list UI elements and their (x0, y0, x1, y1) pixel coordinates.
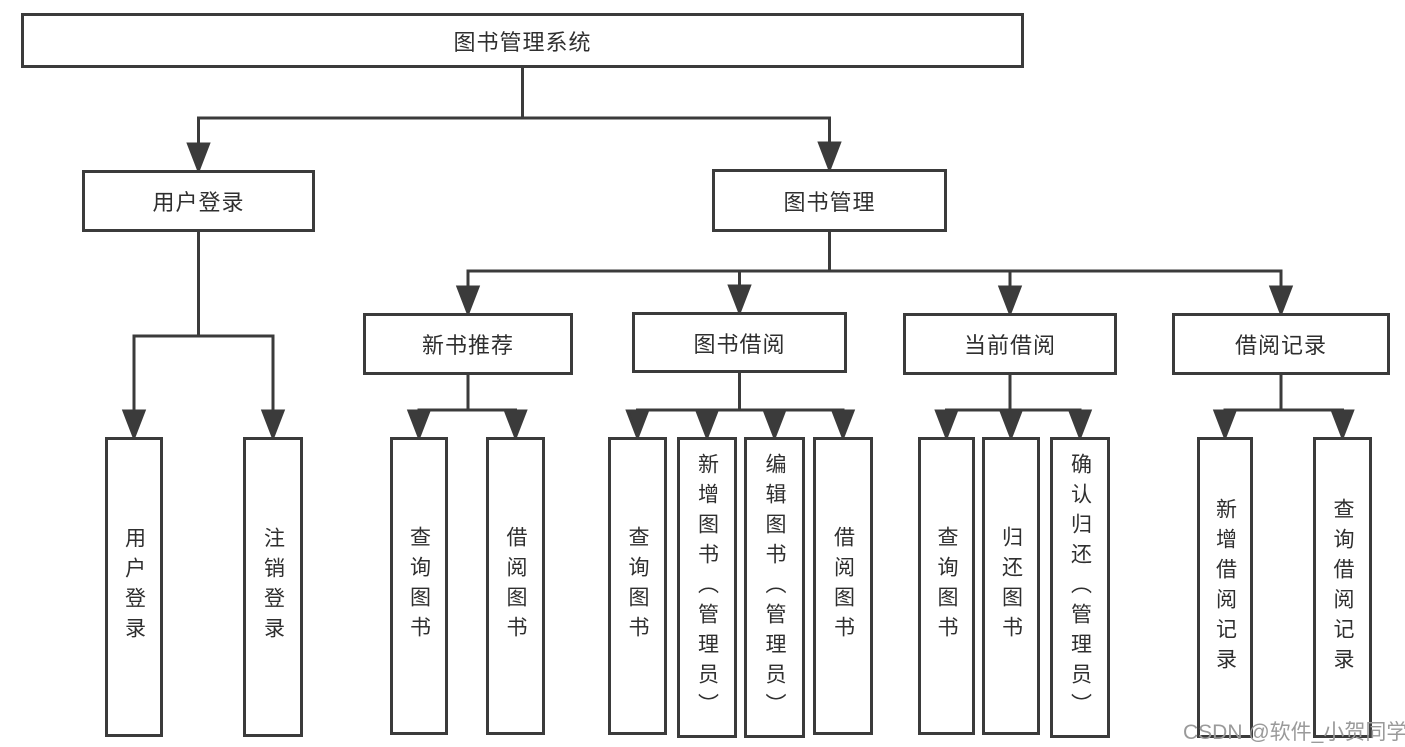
leaf-borrow-books-2: 借阅图书 (813, 437, 873, 735)
arrow-to-borrowing-records (1268, 285, 1294, 318)
connector-root-drops (197, 116, 831, 146)
node-label: 新增图书（管理员） (695, 452, 719, 723)
arrow-to-leaf-logout (260, 409, 286, 442)
arrow-to-leaf-query-borrow-record (1330, 409, 1355, 442)
leaf-edit-book-admin: 编辑图书（管理员） (744, 437, 805, 738)
node-label: 新增借阅记录 (1213, 497, 1237, 678)
node-label: 注销登录 (261, 527, 285, 647)
node-label: 归还图书 (999, 526, 1023, 646)
node-current-borrowing: 当前借阅 (903, 313, 1117, 375)
node-label: 查询图书 (935, 526, 958, 646)
node-label: 当前借阅 (963, 333, 1056, 358)
node-book-borrowing: 图书借阅 (632, 312, 847, 373)
arrow-to-leaf-confirm-return-admin (1067, 409, 1093, 442)
node-library-management-system: 图书管理系统 (21, 13, 1024, 68)
leaf-confirm-return-admin: 确认归还（管理员） (1050, 437, 1110, 738)
node-book-management: 图书管理 (712, 169, 947, 232)
node-label: 图书管理 (783, 189, 876, 215)
node-label: 图书管理系统 (453, 29, 592, 55)
arrow-to-leaf-user-login (121, 409, 147, 442)
leaf-query-borrow-record: 查询借阅记录 (1313, 437, 1372, 738)
arrow-to-new-book-recommendation (455, 285, 481, 318)
leaf-user-login: 用户登录 (105, 437, 163, 737)
arrow-to-leaf-query-books-1 (406, 409, 432, 442)
node-user-login: 用户登录 (82, 170, 315, 232)
arrow-to-book-management (817, 141, 842, 174)
node-label: 用户登录 (152, 190, 245, 215)
node-label: 查询图书 (407, 526, 431, 646)
leaf-add-borrow-record: 新增借阅记录 (1197, 437, 1253, 738)
connector-bookmgmt-drops (466, 269, 1283, 290)
arrow-to-current-borrowing (997, 285, 1023, 318)
arrow-to-leaf-borrow-books-1 (503, 409, 528, 442)
connector-userlogin-drops (132, 334, 275, 413)
node-label: 图书借阅 (693, 331, 786, 357)
arrow-to-leaf-borrow-books-2 (830, 409, 856, 442)
node-label: 用户登录 (122, 527, 146, 647)
node-borrowing-records: 借阅记录 (1172, 313, 1390, 375)
leaf-borrow-books-1: 借阅图书 (486, 437, 545, 735)
arrow-to-leaf-add-borrow-record (1212, 409, 1238, 442)
leaf-query-books-3: 查询图书 (918, 437, 975, 735)
arrow-to-user-login (186, 142, 211, 175)
arrow-to-leaf-edit-book-admin (762, 409, 787, 442)
node-label: 查询图书 (626, 526, 649, 646)
node-label: 编辑图书（管理员） (763, 452, 786, 723)
node-label: 借阅记录 (1234, 333, 1327, 358)
leaf-query-books-1: 查询图书 (390, 437, 448, 735)
arrow-to-book-borrowing (727, 284, 752, 317)
node-label: 查询借阅记录 (1331, 497, 1354, 678)
arrow-to-leaf-return-books (998, 409, 1024, 442)
leaf-return-books: 归还图书 (982, 437, 1040, 735)
node-label: 确认归还（管理员） (1068, 452, 1092, 723)
node-new-book-recommendation: 新书推荐 (363, 313, 573, 375)
node-label: 借阅图书 (831, 526, 855, 646)
watermark: CSDN @软件_小贺同学 (1183, 721, 1405, 744)
leaf-query-books-2: 查询图书 (608, 437, 667, 735)
arrow-to-leaf-query-books-3 (934, 409, 959, 442)
arrow-to-leaf-query-books-2 (625, 409, 650, 442)
arrow-to-leaf-add-book-admin (694, 409, 720, 442)
connector-group (121, 68, 1355, 442)
node-label: 借阅图书 (504, 526, 527, 646)
leaf-logout: 注销登录 (243, 437, 303, 737)
node-label: 新书推荐 (421, 333, 514, 358)
leaf-add-book-admin: 新增图书（管理员） (677, 437, 737, 738)
